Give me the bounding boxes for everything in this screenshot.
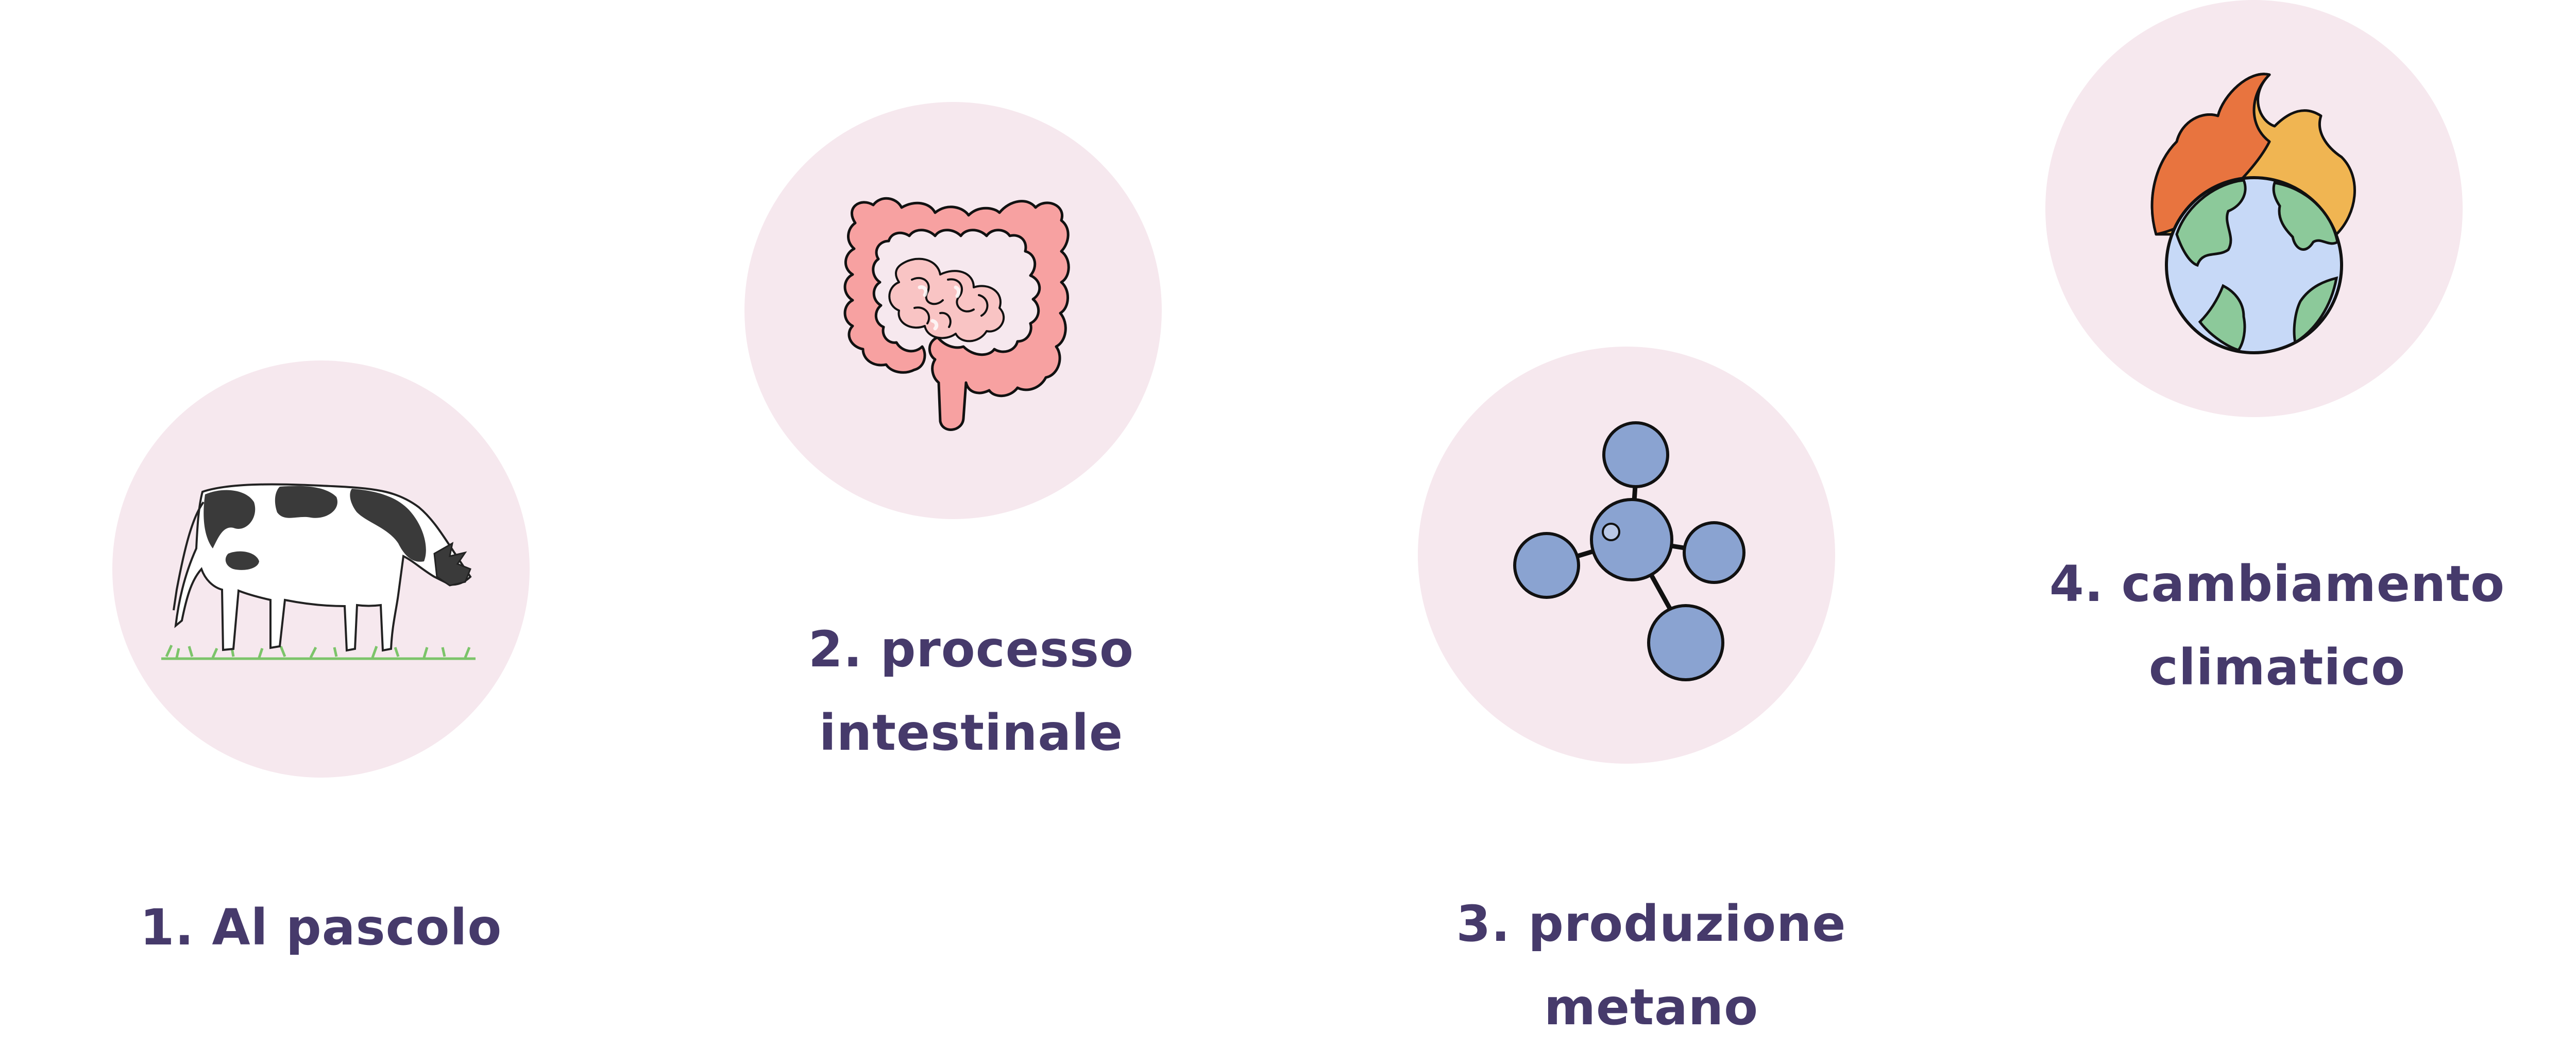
step-1-label-line: 1. Al pascolo: [140, 899, 502, 956]
step-4-label-line-1: 4. cambiamento: [2049, 555, 2505, 613]
methane-molecule-icon: [1513, 421, 1745, 681]
grazing-cow-icon: [161, 483, 476, 660]
step-4-circle: [2045, 0, 2463, 417]
step-3-label: 3. produzione metano: [1368, 882, 1935, 1049]
step-2-circle: [744, 102, 1162, 519]
step-3-label-line-2: metano: [1544, 978, 1759, 1036]
step-2-label-line-2: intestinale: [819, 704, 1124, 762]
intestine-icon: [843, 197, 1070, 431]
step-2-label: 2. processo intestinale: [688, 608, 1255, 775]
step-1-label: 1. Al pascolo: [38, 886, 604, 969]
step-3-circle: [1418, 347, 1835, 764]
step-2-label-line-1: 2. processo: [808, 621, 1134, 678]
burning-earth-icon: [2150, 73, 2356, 354]
step-3-label-line-1: 3. produzione: [1456, 895, 1846, 953]
step-4-label: 4. cambiamento climatico: [1994, 542, 2561, 709]
step-1-circle: [112, 360, 530, 778]
step-4-label-line-2: climatico: [2148, 639, 2406, 696]
